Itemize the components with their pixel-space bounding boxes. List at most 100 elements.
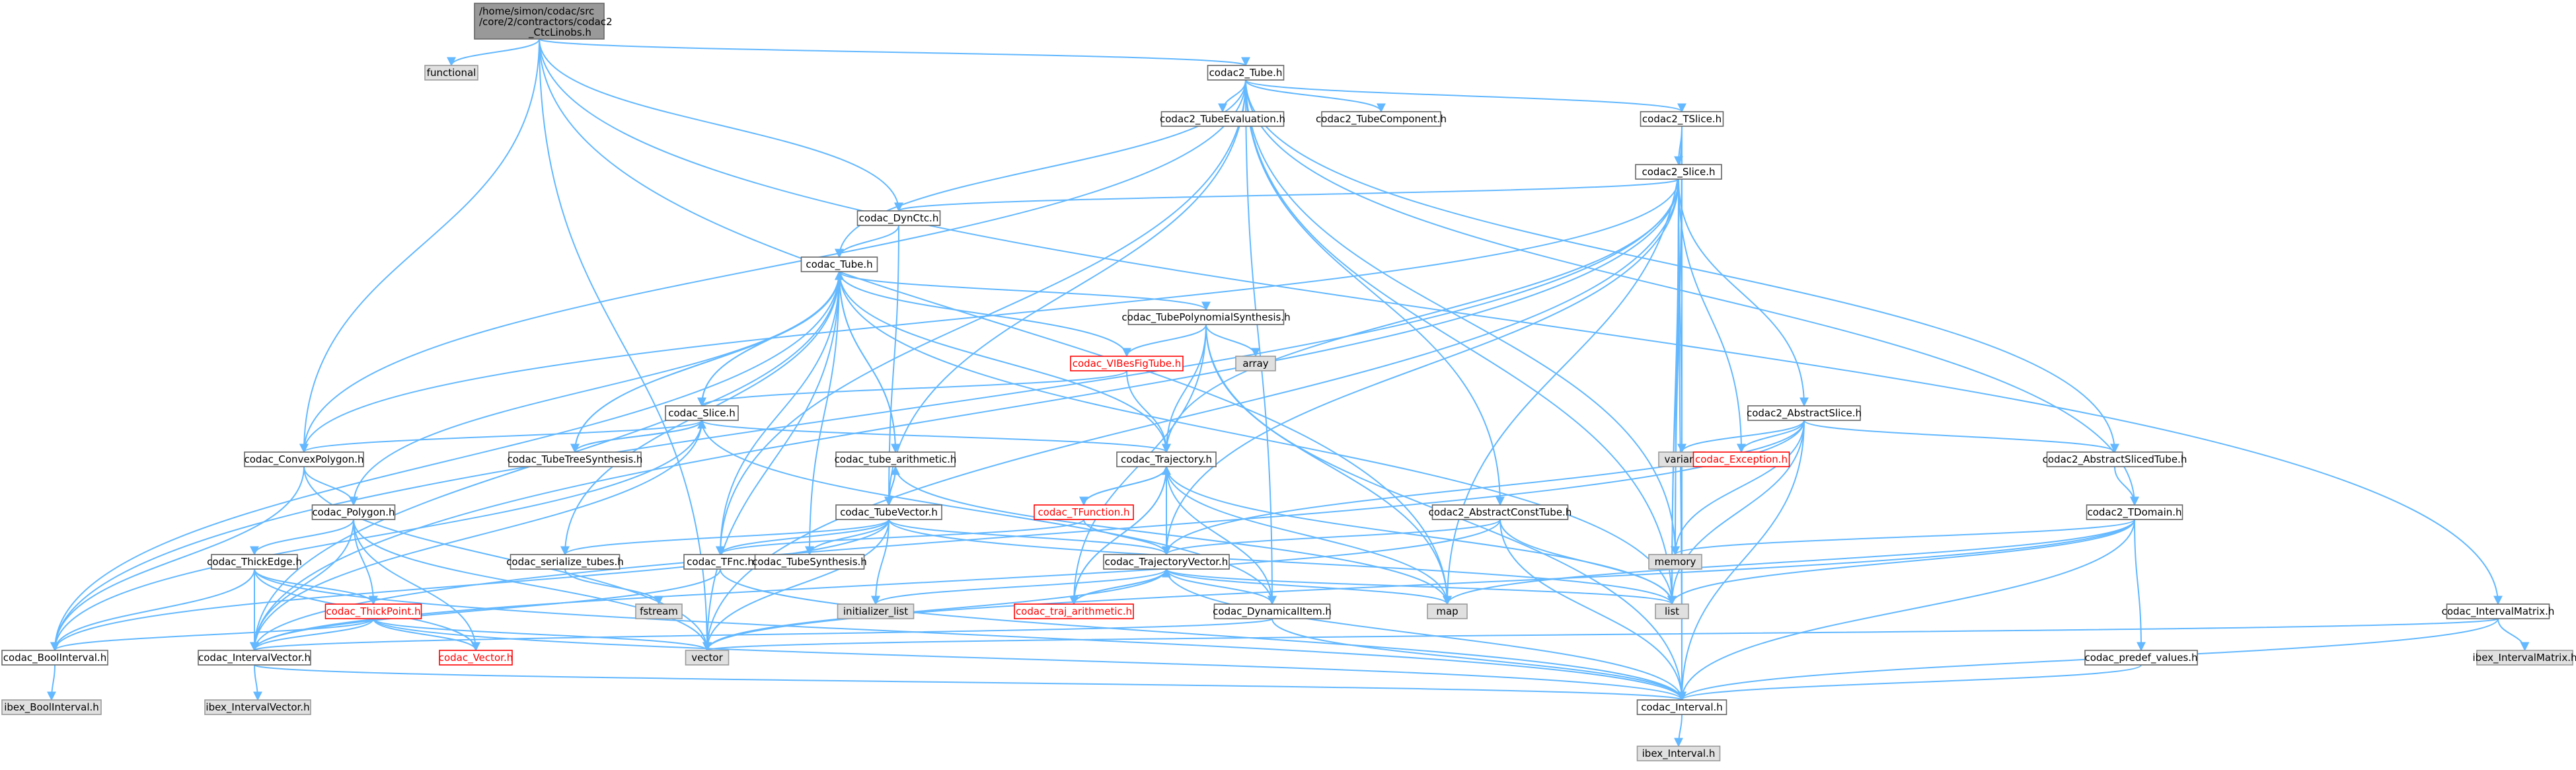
edge-codac-intervalvector-to-codac-interval <box>254 664 1686 701</box>
node-array[interactable]: array <box>1235 356 1276 371</box>
node-codac2-tslice[interactable]: codac2_TSlice.h <box>1640 111 1724 127</box>
edge-codac-tubevector-to-codac-tfnc <box>716 519 890 556</box>
node-codac-tube-arithmetic[interactable]: codac_tube_arithmetic.h <box>835 451 957 467</box>
dependency-edges <box>47 38 2530 748</box>
node-ibex-intervalvector[interactable]: ibex_IntervalVector.h <box>204 699 311 715</box>
node-codac-serialize-tubes[interactable]: codac_serialize_tubes.h <box>506 554 624 570</box>
edge-codac-tubevector-to-initializer-list <box>871 519 890 605</box>
node-label: initializer_list <box>843 605 908 618</box>
edge-codac-trajectoryvector-to-map <box>1166 568 1452 605</box>
edge-codac2-slice-to-codac-dynctc <box>894 178 1679 212</box>
node-memory[interactable]: memory <box>1648 554 1702 570</box>
edge-codac2-abstractconsttube-to-list <box>1499 519 1677 605</box>
edge-codac2-abstractslice-to-list <box>1667 420 1805 605</box>
edge-codac2-tube-to-codac2-tubeevaluation <box>1218 79 1246 113</box>
node-codac-tubesynthesis[interactable]: codac_TubeSynthesis.h <box>752 554 867 570</box>
edge-codac-thickedge-to-codac-boolinterval <box>50 568 255 652</box>
edge-codac2-tube-to-codac2-tubecomponent <box>1245 79 1386 113</box>
node-codac-convexpolygon[interactable]: codac_ConvexPolygon.h <box>244 451 364 467</box>
edge-codac2-intervalmatrix-to-vector <box>703 618 2499 652</box>
node-codac-tubepolynomialsynthesis[interactable]: codac_TubePolynomialSynthesis.h <box>1121 309 1291 325</box>
node-initializer-list[interactable]: initializer_list <box>837 603 915 619</box>
node-map[interactable]: map <box>1427 603 1468 619</box>
edge-root-to-codac-convexpolygon <box>299 38 540 453</box>
node-codac2-intervalmatrix[interactable]: codac_IntervalMatrix.h <box>2442 603 2555 619</box>
edge-codac-tube-to-codac-tubepolynomialsynthesis <box>839 271 1211 311</box>
edge-codac-convexpolygon-to-codac-boolinterval <box>50 466 305 652</box>
node-codac2-slice[interactable]: codac2_Slice.h <box>1635 164 1722 180</box>
edge-codac2-slice-to-codac-interval <box>1677 178 1686 701</box>
edge-codac-thickpoint-to-codac-vector <box>373 618 480 652</box>
node-codac-tube[interactable]: codac_Tube.h <box>800 256 878 272</box>
edge-codac2-slice-to-codac2-abstractslice <box>1678 178 1809 407</box>
node-codac-tfunction[interactable]: codac_TFunction.h <box>1034 504 1134 520</box>
edge-codac-tfnc-to-codac-interval <box>720 568 1686 701</box>
edge-codac-tubevector-to-codac-boolinterval <box>50 519 890 652</box>
node-ibex-interval[interactable]: ibex_Interval.h <box>1636 746 1721 761</box>
node-codac-exception[interactable]: codac_Exception.h <box>1692 451 1790 467</box>
node-label: variant <box>1665 453 1700 465</box>
edge-codac-vibesfigtube-to-codac-slice <box>697 370 1127 407</box>
node-codac-dynamicalitem[interactable]: codac_DynamicalItem.h <box>1213 603 1332 619</box>
node-ibex-intervalmatrix[interactable]: ibex_IntervalMatrix.h <box>2473 650 2576 666</box>
node-label: codac2_Slice.h <box>1642 166 1715 178</box>
node-codac-interval[interactable]: codac_Interval.h <box>1636 699 1727 715</box>
edge-codac-polygon-to-vector <box>353 519 712 652</box>
edge-codac2-tdomain-to-map <box>1443 519 2135 605</box>
node-codac-slice[interactable]: codac_Slice.h <box>665 405 739 421</box>
node-codac-tubevector[interactable]: codac_TubeVector.h <box>835 504 942 520</box>
node-label: list <box>1665 605 1679 617</box>
node-codac2-tube[interactable]: codac2_Tube.h <box>1207 65 1285 81</box>
edge-codac2-abstractconsttube-to-codac-intervalvector <box>250 519 1501 652</box>
edge-codac-slice-to-codac-boolinterval <box>50 420 702 652</box>
root-file-node[interactable]: /home/simon/codac/src /core/2/contractor… <box>474 3 613 40</box>
node-fstream[interactable]: fstream <box>635 603 683 619</box>
node-codac2-abstractslicedtube[interactable]: codac2_AbstractSlicedTube.h <box>2043 451 2187 467</box>
node-codac-traj-arithmetic[interactable]: codac_traj_arithmetic.h <box>1014 603 1134 619</box>
node-codac-predef-values[interactable]: codac_predef_values.h <box>2084 650 2198 666</box>
node-ibex-boolinterval[interactable]: ibex_BoolInterval.h <box>1 699 102 715</box>
node-label: codac_Tube.h <box>806 258 872 271</box>
node-codac-trajectory[interactable]: codac_Trajectory.h <box>1116 451 1217 467</box>
node-codac-intervalvector[interactable]: codac_IntervalVector.h <box>198 650 311 666</box>
node-codac2-tubecomponent[interactable]: codac2_TubeComponent.h <box>1316 111 1447 127</box>
edge-codac-thickedge-to-codac-interval <box>254 568 1686 701</box>
node-label: ibex_IntervalMatrix.h <box>2473 652 2576 664</box>
node-codac-tubetreesynthesis[interactable]: codac_TubeTreeSynthesis.h <box>508 451 643 467</box>
node-label: codac_VIBesFigTube.h <box>1073 358 1182 370</box>
edge-codac2-tdomain-to-vector <box>702 519 2135 652</box>
edge-codac-tubevector-to-codac-tubesynthesis <box>805 519 890 556</box>
node-label: codac2_TDomain.h <box>2087 506 2181 519</box>
edge-codac-tubepolynomialsynthesis-to-codac-trajectory <box>1162 324 1207 453</box>
edge-codac2-abstractslice-to-codac-interval <box>1677 420 1805 701</box>
node-functional[interactable]: functional <box>424 65 478 81</box>
node-label: codac_serialize_tubes.h <box>506 556 624 568</box>
node-codac-boolinterval[interactable]: codac_BoolInterval.h <box>1 650 108 666</box>
node-label: memory <box>1655 556 1696 568</box>
root-file-label-line2: /core/2/contractors/codac2 <box>479 16 613 28</box>
edge-codac-boolinterval-to-ibex-boolinterval <box>47 664 57 701</box>
node-list[interactable]: list <box>1655 603 1689 619</box>
dependency-nodes: /home/simon/codac/src /core/2/contractor… <box>1 3 2576 761</box>
edge-codac2-tdomain-to-list <box>1667 519 2135 605</box>
node-label: codac_Exception.h <box>1695 453 1788 466</box>
edge-codac-slice-to-codac-convexpolygon <box>299 420 702 453</box>
node-codac-polygon[interactable]: codac_Polygon.h <box>311 504 396 520</box>
node-codac-tfnc[interactable]: codac_TFnc.h <box>683 554 757 570</box>
node-codac-thickpoint[interactable]: codac_ThickPoint.h <box>324 603 422 619</box>
edge-codac-serialize-tubes-to-fstream <box>564 568 663 605</box>
node-codac2-tdomain[interactable]: codac2_TDomain.h <box>2086 504 2183 520</box>
node-vector[interactable]: vector <box>685 650 730 666</box>
node-codac2-abstractslice[interactable]: codac2_AbstractSlice.h <box>1747 405 1862 421</box>
node-codac-trajectoryvector[interactable]: codac_TrajectoryVector.h <box>1103 554 1230 570</box>
node-codac2-tubeevaluation[interactable]: codac2_TubeEvaluation.h <box>1160 111 1285 127</box>
node-codac-dynctc[interactable]: codac_DynCtc.h <box>856 210 941 226</box>
node-codac2-abstractconsttube[interactable]: codac2_AbstractConstTube.h <box>1429 504 1572 520</box>
node-codac-vibesfigtube[interactable]: codac_VIBesFigTube.h <box>1070 356 1184 371</box>
edge-codac2-abstractslice-to-codac2-abstractslicedtube <box>1803 420 2119 453</box>
node-codac-vector[interactable]: codac_Vector.h <box>439 650 513 666</box>
node-codac-thickedge[interactable]: codac_ThickEdge.h <box>207 554 302 570</box>
edge-codac-trajectory-to-map <box>1166 466 1452 605</box>
edge-codac-trajectoryvector-to-list <box>1166 568 1677 605</box>
